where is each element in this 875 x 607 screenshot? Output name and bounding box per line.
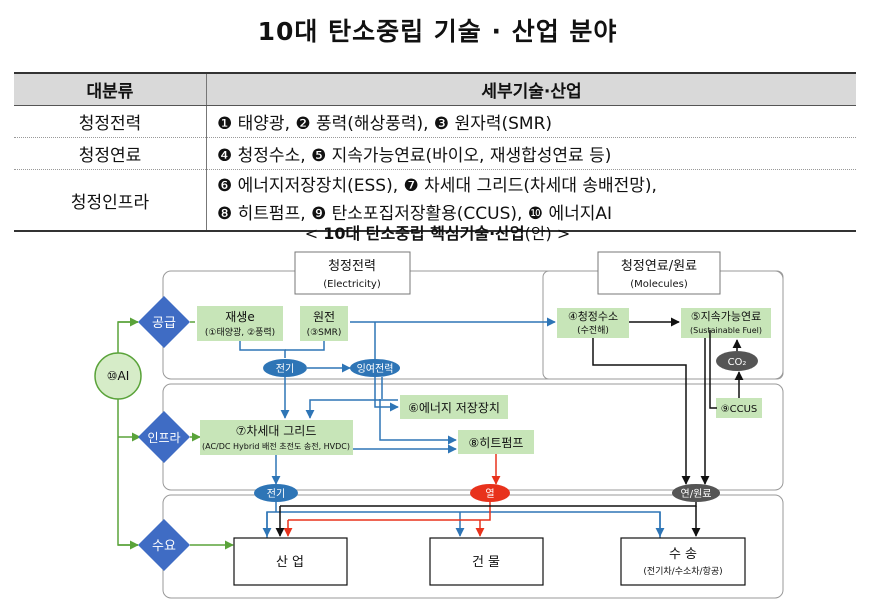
hydrogen-title: ④청정수소 <box>568 310 618 323</box>
surplus-label: 잉여전력 <box>357 363 394 375</box>
power-header-sub: (Electricity) <box>323 279 381 290</box>
hydrogen-sub: (수전해) <box>577 325 609 336</box>
hydrogen-to-fuel <box>592 338 691 485</box>
transport-box <box>620 537 746 586</box>
heat-oval <box>470 484 510 502</box>
grid-sub: (AC/DC Hybrid 배전 초전도 송전, HVDC) <box>202 441 350 451</box>
subtitle-suffix: > <box>551 224 571 243</box>
nuclear-to-elec <box>285 341 325 351</box>
renewable-sub: (①태양광, ②풍력) <box>205 326 275 338</box>
grid-title: ⑦차세대 그리드 <box>236 424 317 438</box>
elec-top-label: 전기 <box>276 363 294 375</box>
fuel-feed-oval <box>672 484 720 502</box>
ai-circle <box>94 352 142 400</box>
industry-label: 산 업 <box>276 555 304 570</box>
elec-bottom-label: 전기 <box>267 488 285 500</box>
row-category: 청정연료 <box>14 137 207 170</box>
heat-label: 열 <box>485 488 494 500</box>
row-detail: ❻ 에너지저장장치(ESS), ❼ 차세대 그리드(차세대 송배전망), ❽ 히… <box>206 169 856 232</box>
supply-diamond <box>138 296 190 348</box>
renewable-box <box>197 306 283 341</box>
demand-label: 수요 <box>152 539 176 554</box>
co2-oval <box>716 351 758 371</box>
renewable-to-elec <box>239 341 286 358</box>
table-header-row: 대분류 세부기술·산업 <box>14 72 856 106</box>
ccus-to-co2 <box>709 330 717 409</box>
nuclear-box <box>300 306 348 341</box>
demand-diamond <box>138 519 190 571</box>
heatpump-label: ⑧히트펌프 <box>469 436 524 450</box>
infra-label: 인프라 <box>147 431 180 445</box>
row-detail: ❶ 태양광, ❷ 풍력(해상풍력), ❸ 원자력(SMR) <box>206 105 856 138</box>
sustainable-sub: (Sustainable Fuel) <box>690 326 762 335</box>
sustainable-box <box>681 308 771 338</box>
heat-demand-lines <box>288 502 491 521</box>
row-detail-line: ❻ 에너지저장장치(ESS), ❼ 차세대 그리드(차세대 송배전망), <box>217 176 657 196</box>
ess-label: ⑥에너지 저장장치 <box>408 401 500 415</box>
table-row: 청정인프라 ❻ 에너지저장장치(ESS), ❼ 차세대 그리드(차세대 송배전망… <box>14 169 856 232</box>
fuel-demand-lines <box>280 502 697 507</box>
table-row: 청정연료 ❹ 청정수소, ❺ 지속가능연료(바이오, 재생합성연료 등) <box>14 137 856 170</box>
infra-diamond <box>138 411 190 463</box>
grid-box <box>200 420 353 455</box>
hydrogen-box <box>557 308 629 338</box>
elec-top-oval <box>263 359 307 377</box>
building-label: 건 물 <box>472 555 500 570</box>
surplus-to-ess <box>374 377 399 412</box>
subtitle-prefix: < <box>304 224 324 243</box>
diagram-subtitle: < 10대 탄소중립 핵심기술·산업(안) > <box>0 220 875 244</box>
power-header-box <box>294 251 411 295</box>
transport-title: 수 송 <box>669 547 697 562</box>
fuel-header-title: 청정연료/원료 <box>621 259 697 274</box>
nuclear-sub: (③SMR) <box>307 328 342 338</box>
elec-bottom-oval <box>254 484 298 502</box>
renewable-title: 재생e <box>225 310 254 324</box>
ess-box <box>400 395 508 419</box>
row-category: 청정전력 <box>14 105 207 138</box>
ess-back <box>305 399 398 419</box>
fuel-header-box <box>597 251 721 295</box>
building-box <box>429 537 544 586</box>
power-header-title: 청정전력 <box>328 259 376 274</box>
surplus-oval <box>350 359 400 377</box>
header-category: 대분류 <box>14 72 207 106</box>
row-detail-line: ❽ 히트펌프, ❾ 탄소포집저장활용(CCUS), ❿ 에너지AI <box>217 204 613 224</box>
subtitle-bold: 10대 탄소중립 핵심기술·산업 <box>323 224 525 243</box>
heatpump-box <box>458 430 534 454</box>
co2-label: CO₂ <box>728 357 747 368</box>
subtitle-paren: (안) <box>524 224 552 243</box>
table-row: 청정전력 ❶ 태양광, ❷ 풍력(해상풍력), ❸ 원자력(SMR) <box>14 105 856 138</box>
row-category: 청정인프라 <box>14 169 207 232</box>
fuel-header-sub: (Molecules) <box>630 279 688 290</box>
sustainable-title: ⑤지속가능연료 <box>691 310 762 323</box>
surplus-to-heatpump <box>379 377 456 440</box>
transport-sub: (전기차/수소차/항공) <box>643 565 722 577</box>
supply-label: 공급 <box>152 316 176 331</box>
ccus-box <box>716 398 762 418</box>
category-table: 대분류 세부기술·산업 청정전력 ❶ 태양광, ❷ 풍력(해상풍력), ❸ 원자… <box>14 72 856 232</box>
nuclear-title: 원전 <box>313 310 335 324</box>
row-detail: ❹ 청정수소, ❺ 지속가능연료(바이오, 재생합성연료 등) <box>206 137 856 170</box>
ai-label: ⑩AI <box>107 369 130 383</box>
ccus-label: ⑨CCUS <box>721 404 758 415</box>
fuel-feed-label: 연/원료 <box>681 488 712 500</box>
header-detail: 세부기술·산업 <box>206 72 856 106</box>
page-title: 10대 탄소중립 기술 · 산업 분야 <box>257 17 618 46</box>
industry-box <box>233 537 348 586</box>
